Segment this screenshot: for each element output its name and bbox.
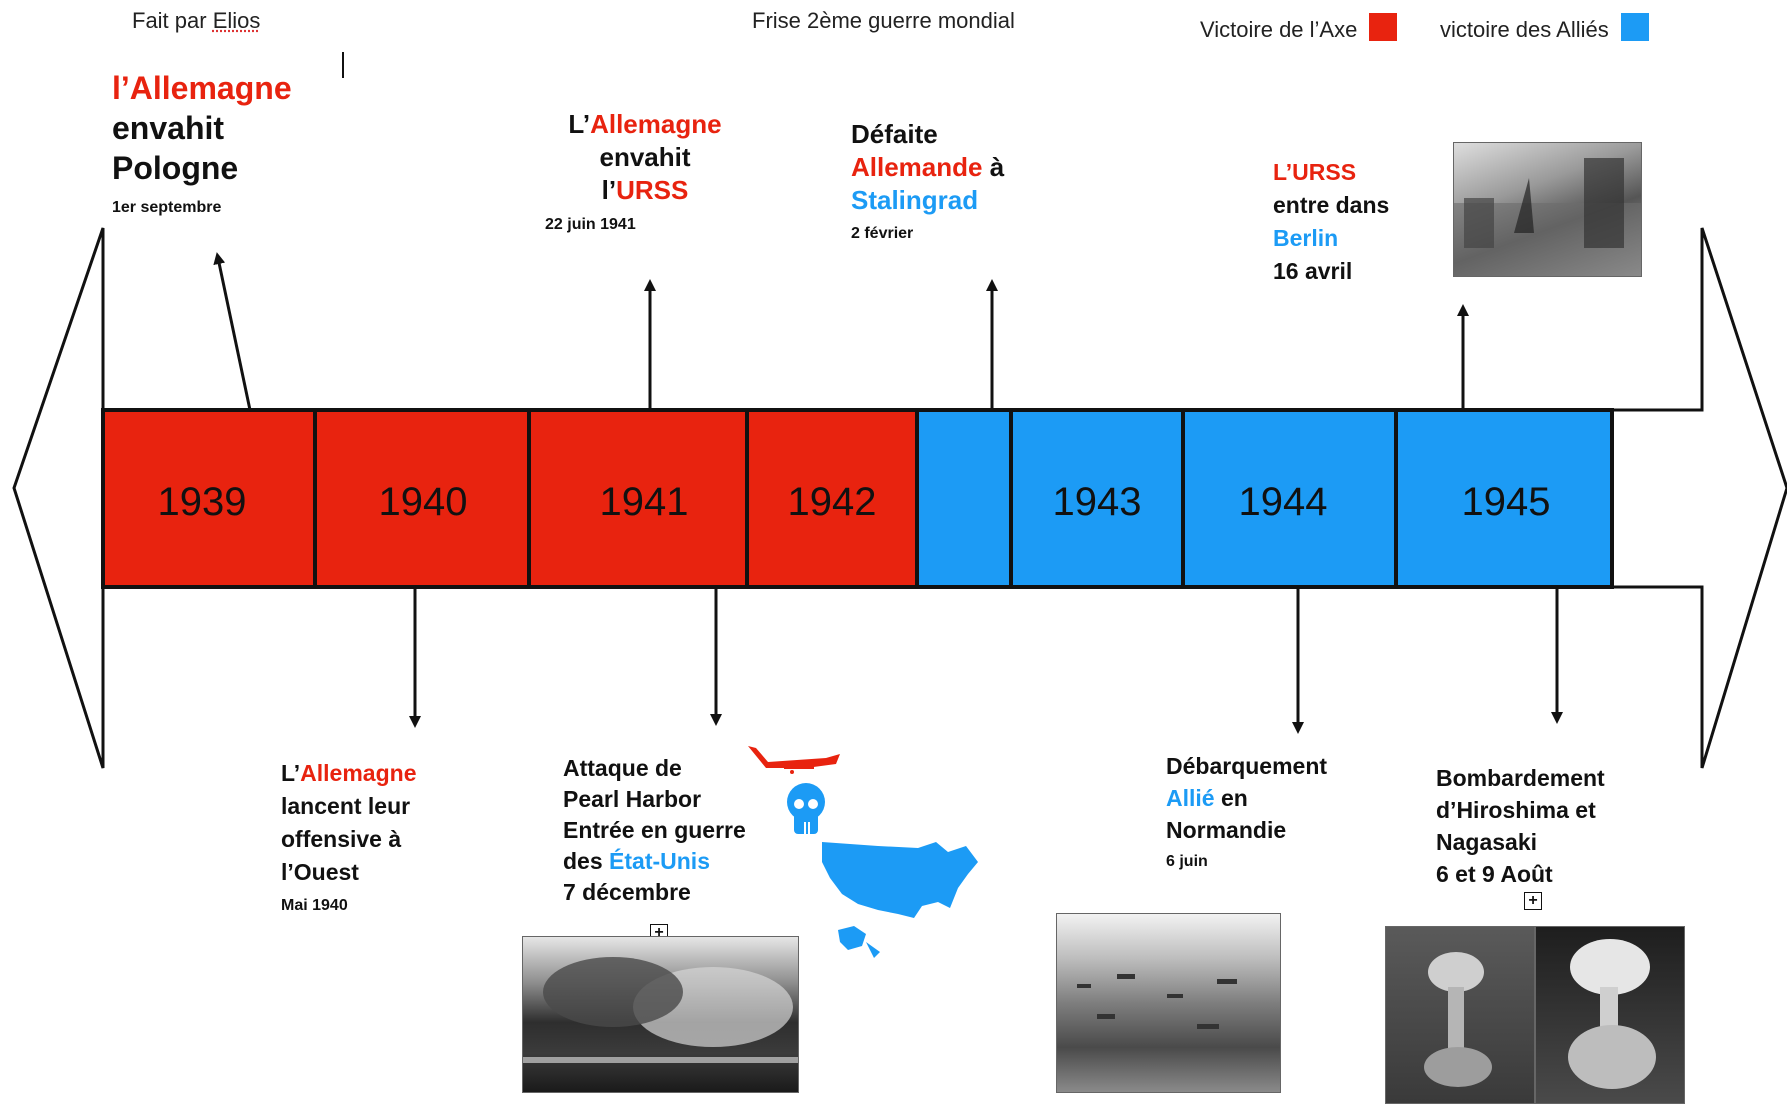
event-ussr-article: l’ [601, 175, 617, 205]
event-berlin-date: 16 avril [1273, 258, 1353, 284]
event-hiroshima-line2: d’Hiroshima et [1436, 797, 1596, 823]
event-normandy-line3: Normandie [1166, 817, 1287, 843]
photo-hiroshima [1385, 926, 1535, 1104]
event-hiroshima-line3: Nagasaki [1436, 829, 1538, 855]
event-ussr-germany: Allemagne [590, 109, 722, 139]
year-label-1944: 1944 [1239, 480, 1328, 524]
photo-berlin [1453, 142, 1642, 277]
event-west: L’Allemagne lancent leur offensive à l’O… [281, 757, 417, 922]
segment-1945 [1394, 408, 1614, 589]
event-pearl-line1: Attaque de [563, 755, 682, 781]
page-title: Frise 2ème guerre mondial [752, 8, 1015, 33]
photo-hiroshima-nagasaki [1385, 926, 1685, 1104]
event-ussr-prefix: L’ [568, 109, 591, 139]
event-pearl-date: 7 décembre [563, 879, 691, 905]
event-stalingrad-city: Stalingrad [851, 185, 979, 215]
event-poland: l’Allemagne envahit Pologne 1er septembr… [112, 68, 292, 228]
segment-1942-allied [915, 408, 1013, 589]
event-poland-date: 1er septembre [112, 199, 222, 216]
year-label-1940: 1940 [379, 480, 468, 524]
year-label-1945: 1945 [1462, 480, 1551, 524]
legend-axis: Victoire de l’Axe [1200, 13, 1398, 43]
event-west-germany: Allemagne [300, 760, 417, 786]
legend-allies-swatch [1620, 13, 1649, 41]
event-hiroshima-line1: Bombardement [1436, 765, 1605, 791]
event-ussr-date: 22 juin 1941 [545, 216, 636, 233]
year-label-1941: 1941 [600, 480, 689, 524]
event-ussr: L’Allemagne envahit l’URSS [560, 108, 730, 207]
event-ussr-verb: envahit [599, 142, 691, 172]
event-normandy-in: en [1214, 785, 1248, 811]
event-west-line4: l’Ouest [281, 859, 359, 885]
event-stalingrad-german: Allemande [851, 152, 983, 182]
event-stalingrad: Défaite Allemande à Stalingrad 2 février [851, 118, 1004, 250]
legend-axis-swatch [1369, 13, 1398, 41]
event-berlin: L’URSS entre dans Berlin 16 avril [1273, 156, 1389, 288]
photo-nagasaki [1535, 926, 1685, 1104]
event-pearl-line2: Pearl Harbor [563, 786, 702, 812]
event-stalingrad-line1: Défaite [851, 119, 938, 149]
event-west-prefix: L’ [281, 760, 301, 786]
author-prefix: Fait par [132, 8, 213, 33]
author-name: Elios [212, 8, 261, 33]
skull-icon [787, 783, 825, 834]
event-pearl-des: des [563, 848, 610, 874]
event-poland-line3: Pologne [112, 150, 239, 186]
event-berlin-line2: entre dans [1273, 192, 1390, 218]
event-normandy-date: 6 juin [1166, 853, 1208, 870]
event-pearl: Attaque de Pearl Harbor Entrée en guerre… [563, 753, 746, 908]
event-stalingrad-date: 2 février [851, 225, 914, 242]
event-west-date: Mai 1940 [281, 897, 348, 914]
event-normandy-line1: Débarquement [1166, 753, 1328, 779]
event-berlin-city: Berlin [1273, 225, 1339, 251]
arrow-poland [213, 252, 252, 411]
usa-map-icon [822, 842, 978, 958]
legend-allies: victoire des Alliés [1440, 13, 1649, 43]
event-west-line3: offensive à [281, 826, 402, 852]
year-segments [101, 408, 1614, 589]
event-hiroshima-date: 6 et 9 Août [1436, 861, 1553, 887]
event-normandy-allied: Allié [1166, 785, 1215, 811]
photo-pearl-harbor [522, 936, 799, 1093]
event-hiroshima: Bombardement d’Hiroshima et Nagasaki 6 e… [1436, 762, 1605, 890]
event-ussr-country: URSS [616, 175, 689, 205]
segment-1941 [527, 408, 749, 589]
photo-normandy [1056, 913, 1281, 1093]
text-cursor [342, 52, 344, 78]
event-berlin-line1: L’URSS [1273, 159, 1357, 185]
legend-axis-label: Victoire de l’Axe [1200, 17, 1358, 42]
author-line: Fait par Elios [132, 8, 260, 34]
event-west-line2: lancent leur [281, 793, 411, 819]
plane-icon [748, 746, 840, 774]
event-poland-line1: l’Allemagne [112, 70, 292, 106]
event-pearl-usa: État-Unis [609, 848, 710, 874]
event-normandy: Débarquement Allié en Normandie 6 juin [1166, 750, 1327, 878]
event-pearl-line3: Entrée en guerre [563, 817, 746, 843]
legend-allies-label: victoire des Alliés [1440, 17, 1609, 42]
plus-icon-2[interactable]: + [1524, 892, 1542, 910]
year-label-1939: 1939 [158, 480, 247, 524]
segment-1939 [101, 408, 317, 589]
segment-1944 [1181, 408, 1398, 589]
event-poland-line2: envahit [112, 110, 225, 146]
year-label-1943: 1943 [1053, 480, 1142, 524]
event-stalingrad-at: à [982, 152, 1005, 182]
year-label-1942: 1942 [788, 480, 877, 524]
